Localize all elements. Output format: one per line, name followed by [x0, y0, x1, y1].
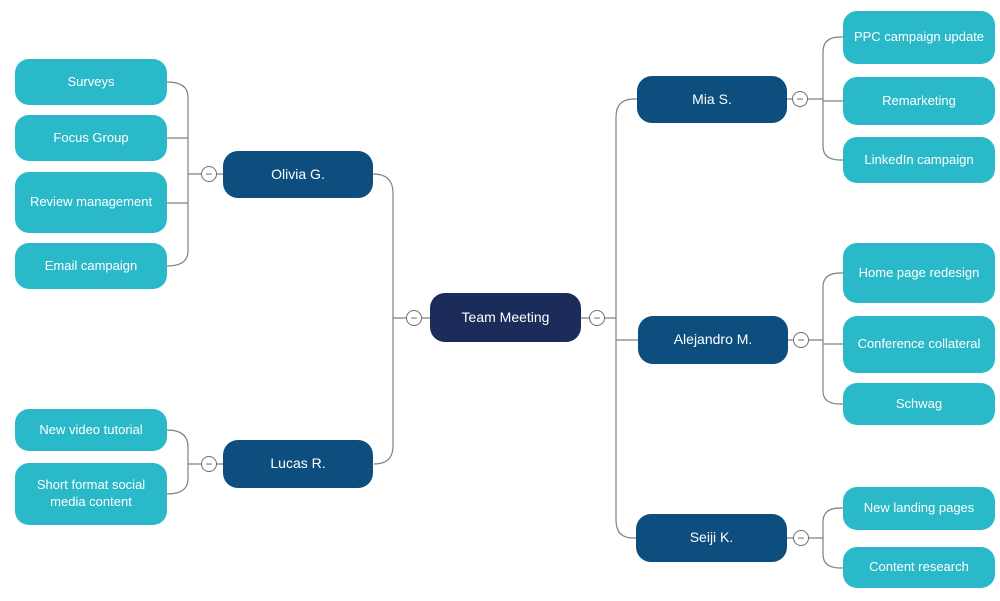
subtopic-home-page-redesign[interactable]: Home page redesign [843, 243, 995, 303]
branch-topic-olivia-g[interactable]: Olivia G. [223, 151, 373, 198]
branch-topic-seiji-k[interactable]: Seiji K. [636, 514, 787, 562]
branch-topic-alejandro-m[interactable]: Alejandro M. [638, 316, 788, 364]
minus-icon: − [593, 310, 601, 325]
branch-topic-mia-s[interactable]: Mia S. [637, 76, 787, 123]
branch-topic-lucas-r[interactable]: Lucas R. [223, 440, 373, 488]
subtopic-review-management[interactable]: Review management [15, 172, 167, 233]
subtopic-linkedin-campaign[interactable]: LinkedIn campaign [843, 137, 995, 183]
root-topic-team-meeting[interactable]: Team Meeting [430, 293, 581, 342]
collapse-button-root-right[interactable]: − [589, 310, 605, 326]
subtopic-short-format-social-media-content[interactable]: Short format social media content [15, 463, 167, 525]
subtopic-focus-group[interactable]: Focus Group [15, 115, 167, 161]
collapse-button-seiji-k[interactable]: − [793, 530, 809, 546]
collapse-button-alejandro-m[interactable]: − [793, 332, 809, 348]
minus-icon: − [410, 310, 418, 325]
collapse-button-root-left[interactable]: − [406, 310, 422, 326]
subtopic-ppc-campaign-update[interactable]: PPC campaign update [843, 11, 995, 64]
subtopic-surveys[interactable]: Surveys [15, 59, 167, 105]
minus-icon: − [797, 332, 805, 347]
subtopic-new-landing-pages[interactable]: New landing pages [843, 487, 995, 530]
subtopic-conference-collateral[interactable]: Conference collateral [843, 316, 995, 373]
collapse-button-lucas-r[interactable]: − [201, 456, 217, 472]
subtopic-new-video-tutorial[interactable]: New video tutorial [15, 409, 167, 451]
minus-icon: − [796, 91, 804, 106]
collapse-button-olivia-g[interactable]: − [201, 166, 217, 182]
subtopic-content-research[interactable]: Content research [843, 547, 995, 588]
minus-icon: − [205, 166, 213, 181]
subtopic-email-campaign[interactable]: Email campaign [15, 243, 167, 289]
minus-icon: − [797, 530, 805, 545]
collapse-button-mia-s[interactable]: − [792, 91, 808, 107]
subtopic-schwag[interactable]: Schwag [843, 383, 995, 425]
subtopic-remarketing[interactable]: Remarketing [843, 77, 995, 125]
minus-icon: − [205, 456, 213, 471]
